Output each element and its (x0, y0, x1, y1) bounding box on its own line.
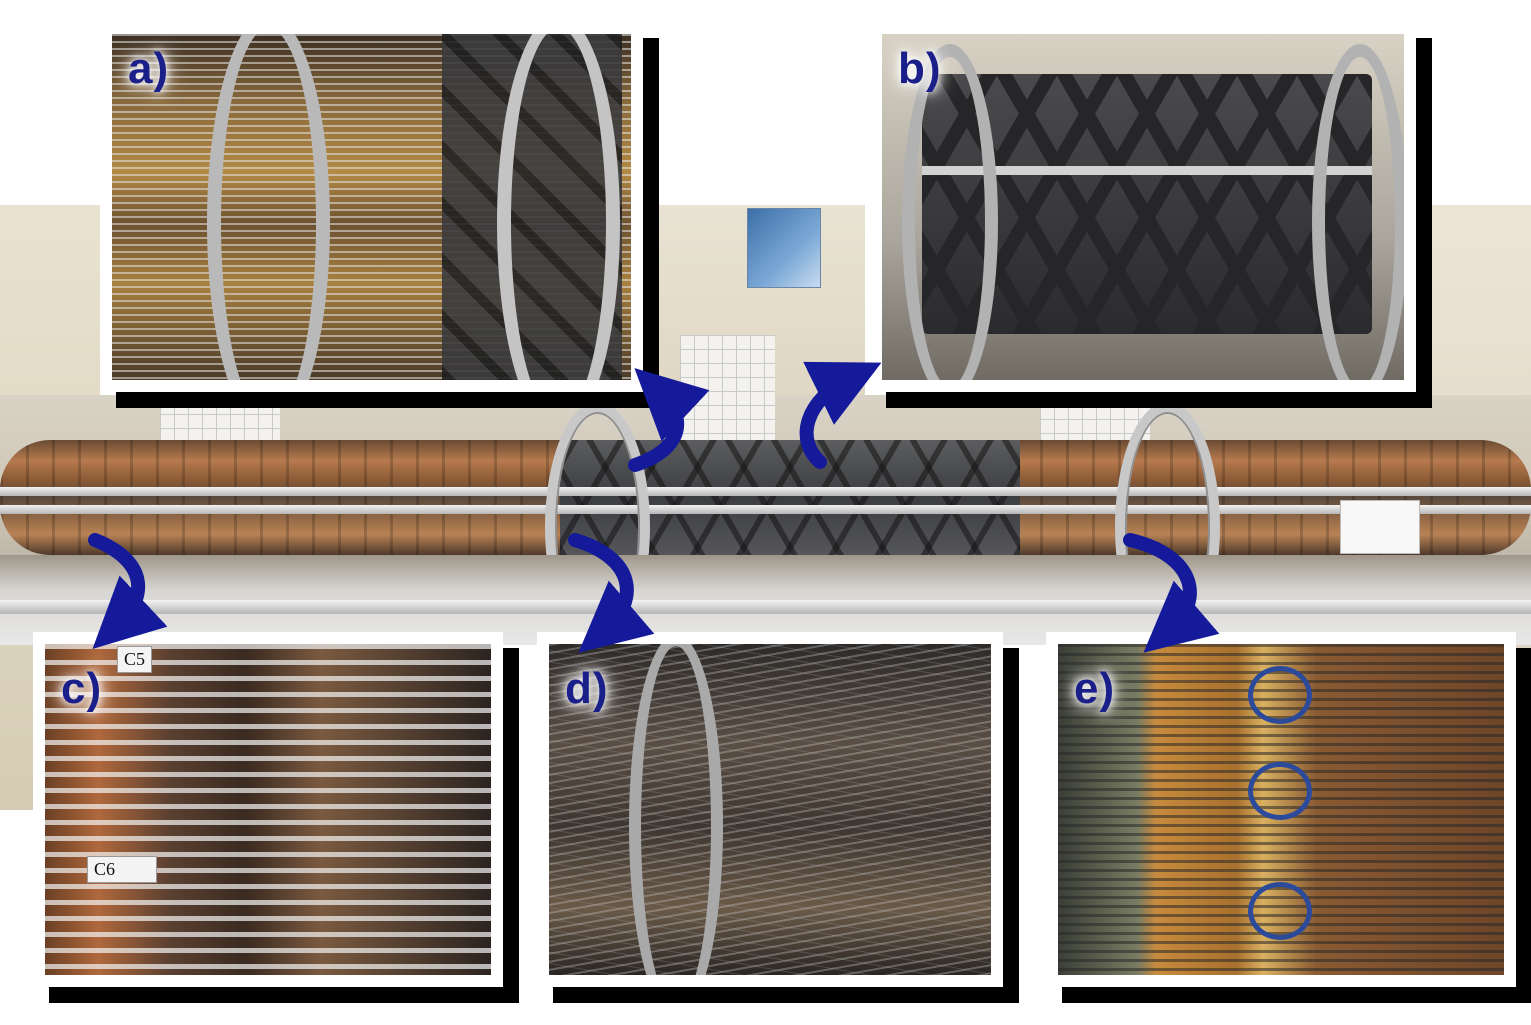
inset-panel-c: C5 C6 c) (33, 632, 503, 987)
inset-panel-a: a) (100, 22, 643, 392)
inset-photo-a: a) (112, 34, 631, 380)
inset-photo-b: b) (882, 34, 1404, 380)
end-ring (207, 34, 330, 380)
panel-label-c: c) (61, 664, 103, 713)
cage-rod (922, 166, 1372, 175)
inset-panel-e: e) (1046, 632, 1516, 987)
inset-photo-e: e) (1058, 644, 1504, 975)
panel-label-e: e) (1074, 664, 1116, 713)
cage-hoop-right (1312, 44, 1404, 380)
cage-hoop-left (902, 44, 998, 380)
tag-c6: C6 (87, 856, 157, 883)
inset-photo-c: C5 C6 c) (45, 644, 491, 975)
inset-photo-d: d) (549, 644, 991, 975)
paper-label-card (1340, 500, 1420, 554)
panel-label-a: a) (128, 44, 170, 93)
blue-cable-loop (1248, 762, 1312, 820)
tag-c5: C5 (117, 646, 153, 673)
support-rail-lower (0, 505, 1531, 514)
panel-label-d: d) (565, 664, 609, 713)
blue-cable-loop (1248, 666, 1312, 724)
support-rail-upper (0, 487, 1531, 496)
panel-label-b: b) (898, 44, 942, 93)
inset-panel-b: b) (870, 22, 1416, 392)
support-hoop (629, 644, 723, 975)
bench-rail (0, 600, 1531, 614)
pegboard-center (680, 335, 775, 445)
end-ring-right (497, 34, 620, 380)
inset-panel-d: d) (537, 632, 1003, 987)
blue-cable-loop (1248, 882, 1312, 940)
wall-poster (747, 208, 821, 288)
